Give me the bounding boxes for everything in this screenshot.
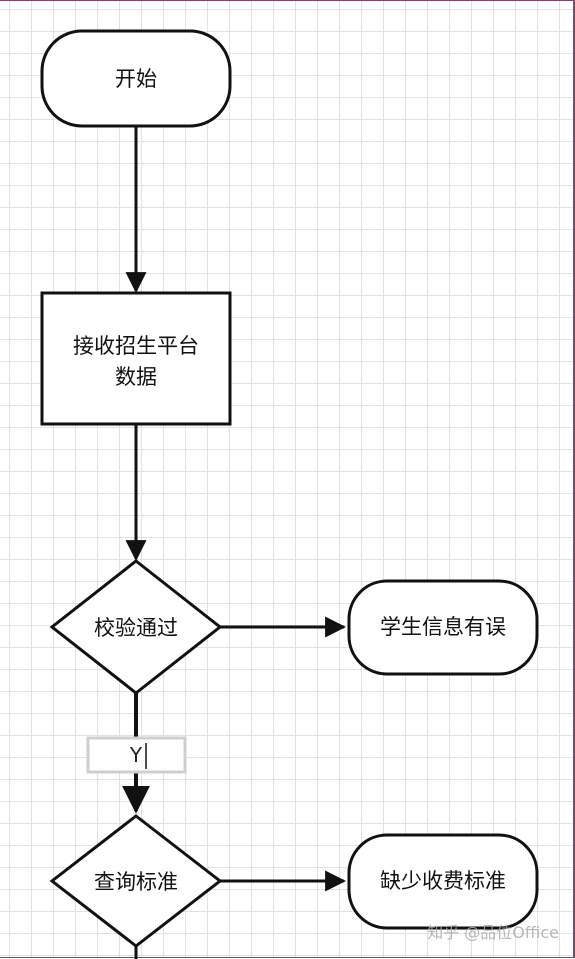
edge-label-yes-text: Y	[129, 743, 143, 767]
receive-node[interactable]: 接收招生平台 数据	[40, 291, 232, 426]
receive-label-line2: 数据	[115, 365, 157, 389]
verify-label: 校验通过	[94, 616, 178, 640]
missing-fee-node[interactable]: 缺少收费标准	[347, 833, 539, 930]
receive-label-line1: 接收招生平台	[73, 334, 199, 358]
edge-label-yes[interactable]: Y	[86, 736, 187, 774]
watermark: 知乎 @品位Office	[427, 923, 559, 942]
start-label: 开始	[115, 67, 157, 91]
missing-fee-label: 缺少收费标准	[380, 869, 506, 893]
query-decision-node[interactable]: 查询标准	[49, 814, 223, 948]
verify-decision-node[interactable]: 校验通过	[49, 559, 223, 695]
student-error-label: 学生信息有误	[380, 615, 506, 639]
student-error-node[interactable]: 学生信息有误	[347, 579, 539, 676]
query-label: 查询标准	[94, 870, 178, 894]
start-node[interactable]: 开始	[40, 29, 232, 128]
